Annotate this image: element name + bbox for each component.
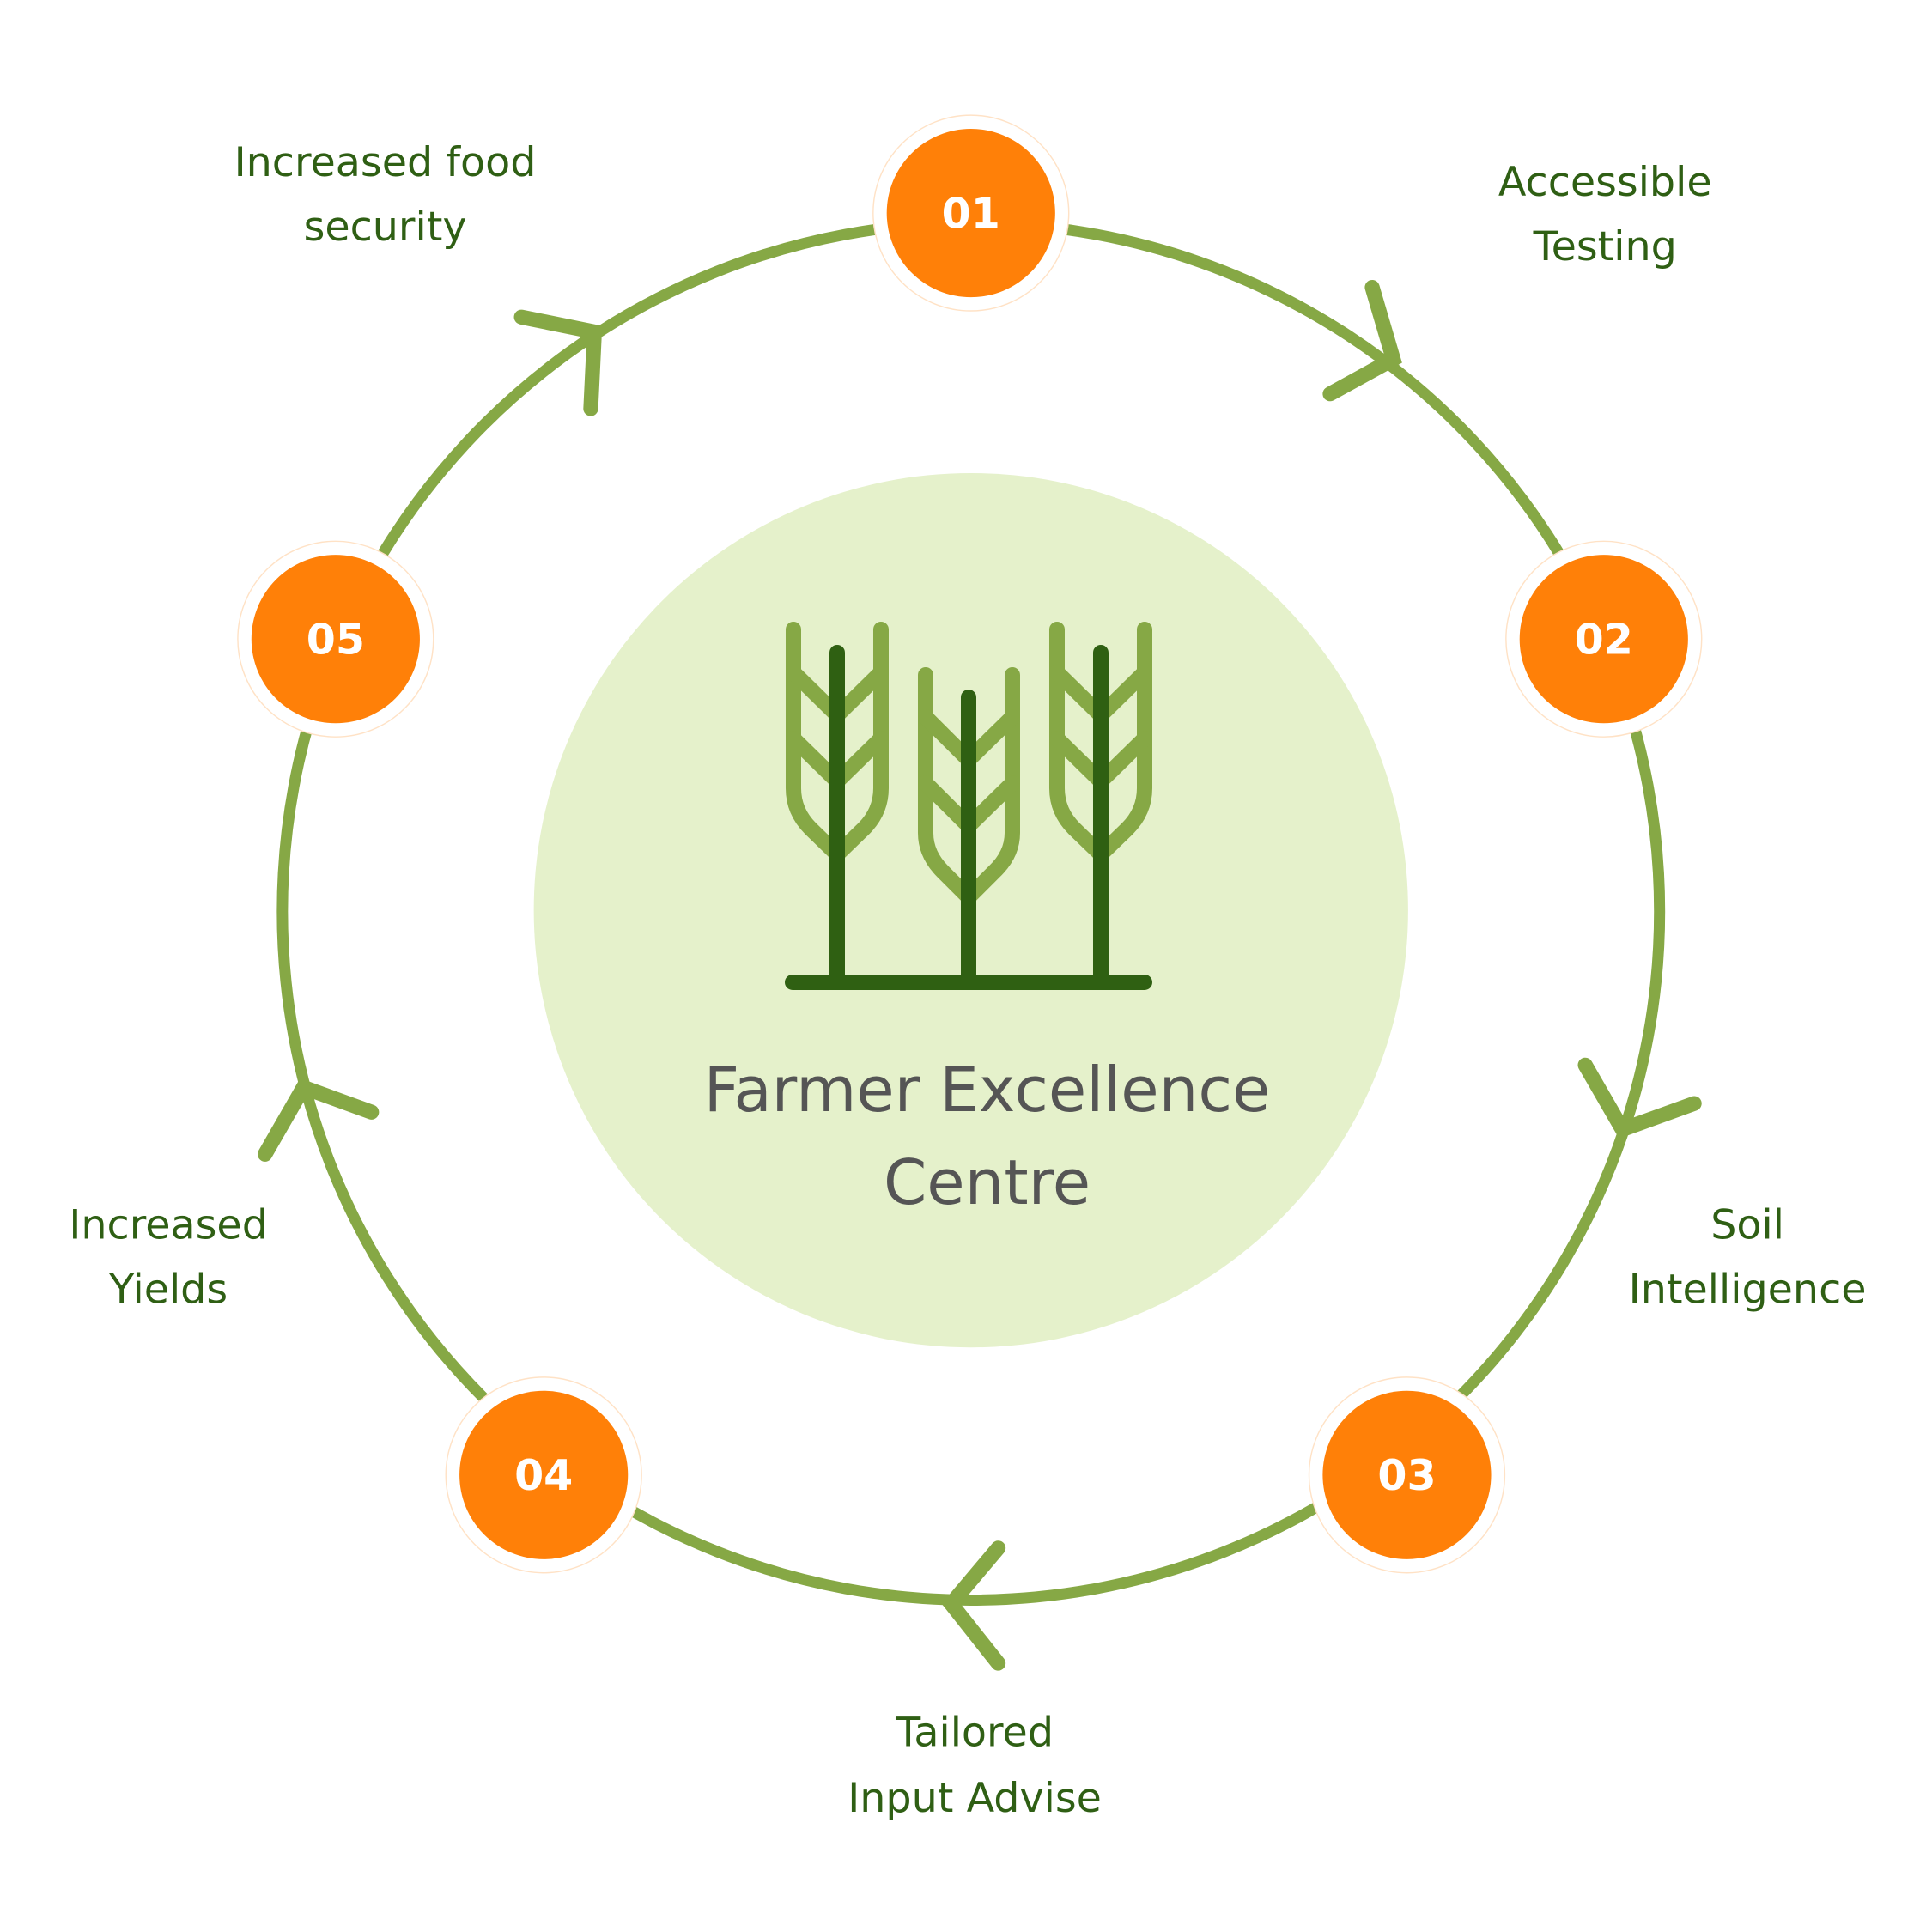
step-badge-05: 05 [237,540,434,738]
label-line: Increased [69,1201,268,1249]
step-label-04: Increased Yields [69,1201,268,1313]
label-line: Intelligence [1629,1266,1867,1313]
step-badge-04: 04 [445,1376,642,1574]
arrow-chevron-icon [258,1078,380,1162]
step-number: 04 [514,1450,573,1500]
wheat-stems [784,644,1152,990]
arrows [258,279,1702,1671]
arrow-chevron-icon [513,309,603,416]
center-title-line2: Centre [884,1147,1091,1219]
step-number: 03 [1377,1450,1436,1500]
step-label-03: Tailored Input Advise [848,1710,1102,1822]
label-line: Soil [1710,1201,1784,1249]
step-label-01: Accessible Testing [1498,159,1712,270]
step-label-05: Increased food security [234,139,537,251]
arrow-chevron-icon [1322,279,1402,402]
step-badge-02: 02 [1505,540,1703,738]
step-badge-01: 01 [872,114,1070,312]
step-badge-03: 03 [1308,1376,1506,1574]
arrow-chevron-icon [941,1540,1006,1671]
label-line: Yields [108,1266,228,1313]
step-number: 01 [942,188,1000,238]
step-number: 05 [307,615,365,665]
label-line: Testing [1533,223,1677,270]
label-line: Increased food [234,139,537,186]
label-line: Input Advise [848,1775,1102,1822]
step-number: 02 [1575,615,1633,665]
arrow-chevron-icon [1577,1057,1702,1139]
wheat-icon [784,621,1152,990]
center-title-line1: Farmer Excellence [704,1054,1271,1127]
label-line: Tailored [895,1710,1054,1757]
label-line: security [304,204,467,251]
step-label-02: Soil Intelligence [1629,1201,1867,1313]
label-line: Accessible [1498,159,1712,206]
